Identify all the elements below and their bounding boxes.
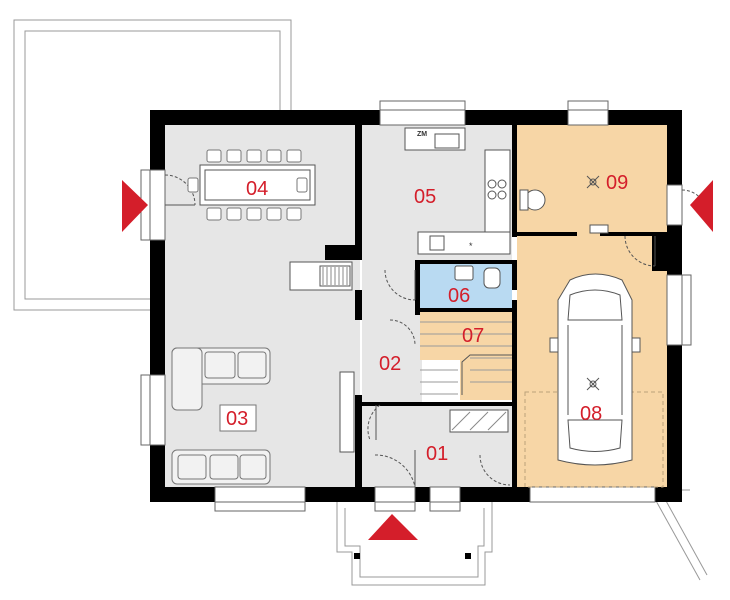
windows xyxy=(149,109,683,503)
stairs xyxy=(420,321,512,395)
bathroom-fixtures xyxy=(454,265,501,289)
garage-door-track xyxy=(524,391,664,488)
room-label-01: 01 xyxy=(426,443,448,465)
room-label-02: 02 xyxy=(379,353,401,375)
kitchen-counter xyxy=(404,127,511,255)
door-leaves xyxy=(165,204,656,487)
entry-arrow-right-icon xyxy=(690,180,713,232)
boiler-fixtures xyxy=(519,189,609,234)
doors[interactable] xyxy=(164,174,708,488)
entry-arrow-left-icon xyxy=(122,180,148,232)
room-label-07: 07 xyxy=(462,325,484,347)
wardrobe-hatch xyxy=(451,411,507,431)
dining-table xyxy=(187,149,316,221)
fireplace xyxy=(289,261,353,291)
porch-post-left xyxy=(354,553,360,559)
room-label-09: 09 xyxy=(606,172,628,194)
tv-cabinet xyxy=(339,371,355,453)
side-path xyxy=(649,489,708,581)
room-label-08: 08 xyxy=(580,403,602,425)
car-icon xyxy=(549,273,641,466)
room-label-04: 04 xyxy=(246,178,268,200)
floor-boiler-room xyxy=(517,125,667,235)
sofa-bottom xyxy=(171,449,271,485)
room-03-box xyxy=(219,404,257,432)
porch-post-right xyxy=(465,553,471,559)
room-label-05: 05 xyxy=(414,186,436,208)
room-label-06: 06 xyxy=(448,285,470,307)
interior-walls xyxy=(325,125,667,487)
ceiling-light-icon xyxy=(586,175,600,189)
sofa-top xyxy=(171,347,271,411)
room-label-03: 03 xyxy=(226,408,248,430)
entry-arrow-bottom-icon xyxy=(368,514,418,540)
fridge-label: ZM xyxy=(417,131,427,138)
extractor-mark: * xyxy=(469,241,473,251)
window-sills xyxy=(140,100,692,512)
porch xyxy=(336,500,493,586)
